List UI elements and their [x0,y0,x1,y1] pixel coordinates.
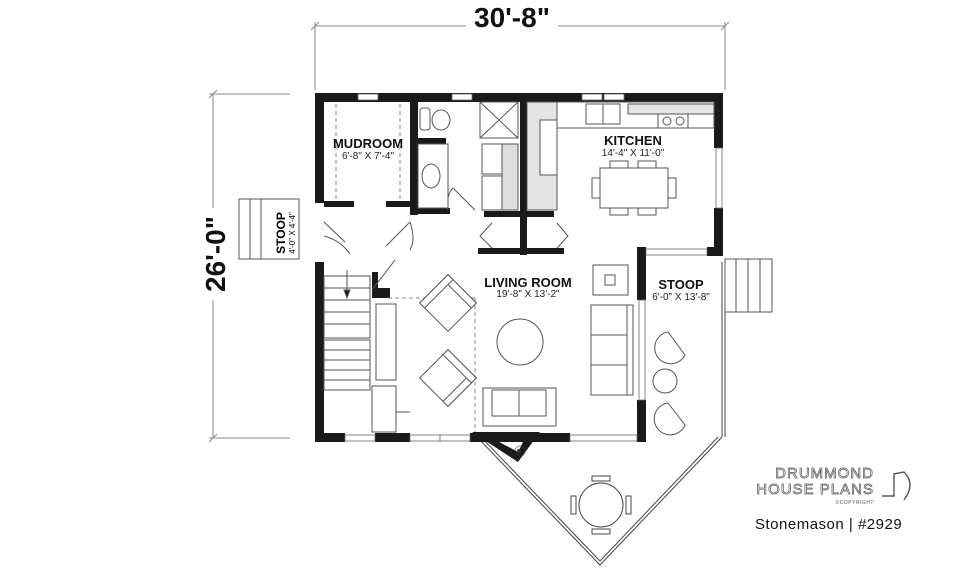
staircase [323,270,410,433]
room-label-kitchen: KITCHEN [604,133,662,148]
room-label-mudroom: MUDROOM [332,136,404,151]
room-size-kitchen: 14'-4" X 11'-0" [601,148,665,159]
room-size-living-room: 19'-8" X 13'-2" [496,289,560,300]
room-size-mudroom: 6'-8" X 7'-4" [341,151,395,162]
logo-copyright: ©COPYRIGHT [835,500,874,506]
room-label-left-stoop: STOOP [274,212,288,254]
overall-depth-dimension: 26'-0" [199,208,232,300]
plan-name: Stonemason | #2929 [755,516,903,533]
room-size-left-stoop: 4'-0" X 4'-4" [288,212,297,254]
bathroom-fixtures [417,101,519,211]
outdoor-table [570,475,632,535]
stoop-furniture [652,331,686,436]
logo-line-1: DRUMMOND [775,465,874,482]
kitchen-table [591,160,677,216]
room-size-side-stoop: 6'-0" X 13'-8" [652,292,710,303]
right-stairs [724,258,773,313]
logo-line-2: HOUSE PLANS [756,481,874,498]
left-stoop-label: STOOP 4'-0" X 4'-4" [274,197,297,269]
overall-width-dimension: 30'-8" [466,2,558,34]
windows [344,93,723,442]
kitchen-counters [526,101,715,211]
room-label-living-room: LIVING ROOM [484,275,572,290]
logo-mark-icon [882,471,911,501]
left-stoop [238,198,300,260]
room-label-side-stoop: STOOP [658,277,704,292]
interior-walls [324,100,564,298]
drummond-logo: DRUMMOND HOUSE PLANS ©COPYRIGHT [756,465,874,506]
living-room-furniture [419,264,634,427]
